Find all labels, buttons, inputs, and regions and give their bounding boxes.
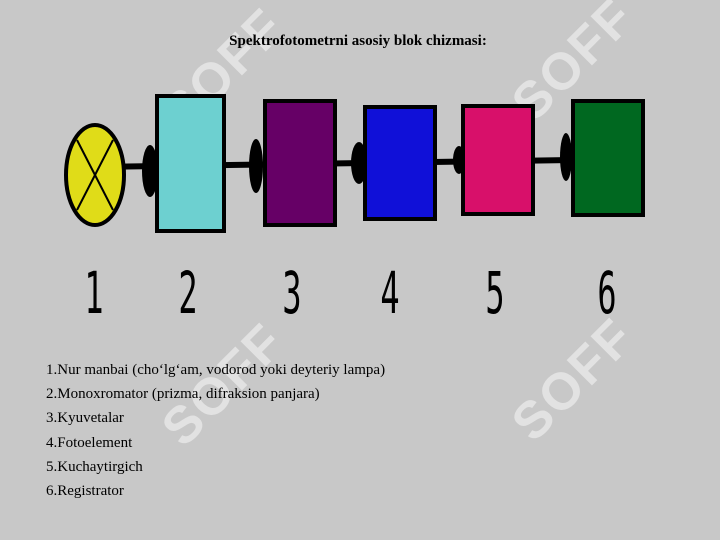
legend-item: 4.Fotoelement [46, 434, 133, 451]
lens-connector [560, 133, 572, 181]
block-5-amplifier [461, 104, 535, 216]
lamp-filament [76, 139, 114, 211]
block-6-recorder [571, 99, 645, 217]
block-number: 1 [84, 259, 104, 327]
block-diagram [64, 94, 645, 233]
legend-list: 1.Nur manbai (cho‘lg‘am, vodorod yoki de… [46, 358, 385, 503]
block-number: 6 [597, 259, 617, 327]
legend-item: 3.Kyuvetalar [46, 410, 124, 427]
block-number: 2 [178, 259, 198, 327]
block-3-cuvette [263, 99, 337, 227]
block-1-lamp [64, 123, 126, 227]
block-number: 5 [485, 259, 505, 327]
watermark: SOFF [500, 307, 646, 453]
block-number: 3 [282, 259, 302, 327]
page-title: Spektrofotometrni asosiy blok chizmasi: [229, 33, 487, 49]
lens-connector [142, 145, 158, 197]
block-2-monochromator [155, 94, 226, 233]
legend-item: 5.Kuchaytirgich [46, 458, 143, 475]
lens-connector [351, 142, 367, 184]
block-number: 4 [380, 259, 400, 327]
lens-connector [249, 139, 263, 193]
lens-connector [453, 146, 465, 174]
legend-item: 2.Monoxromator (prizma, difraksion panja… [46, 386, 320, 403]
legend-item: 6.Registrator [46, 482, 124, 499]
legend-item: 1.Nur manbai (cho‘lg‘am, vodorod yoki de… [46, 362, 386, 378]
block-4-photoelement [363, 105, 437, 221]
